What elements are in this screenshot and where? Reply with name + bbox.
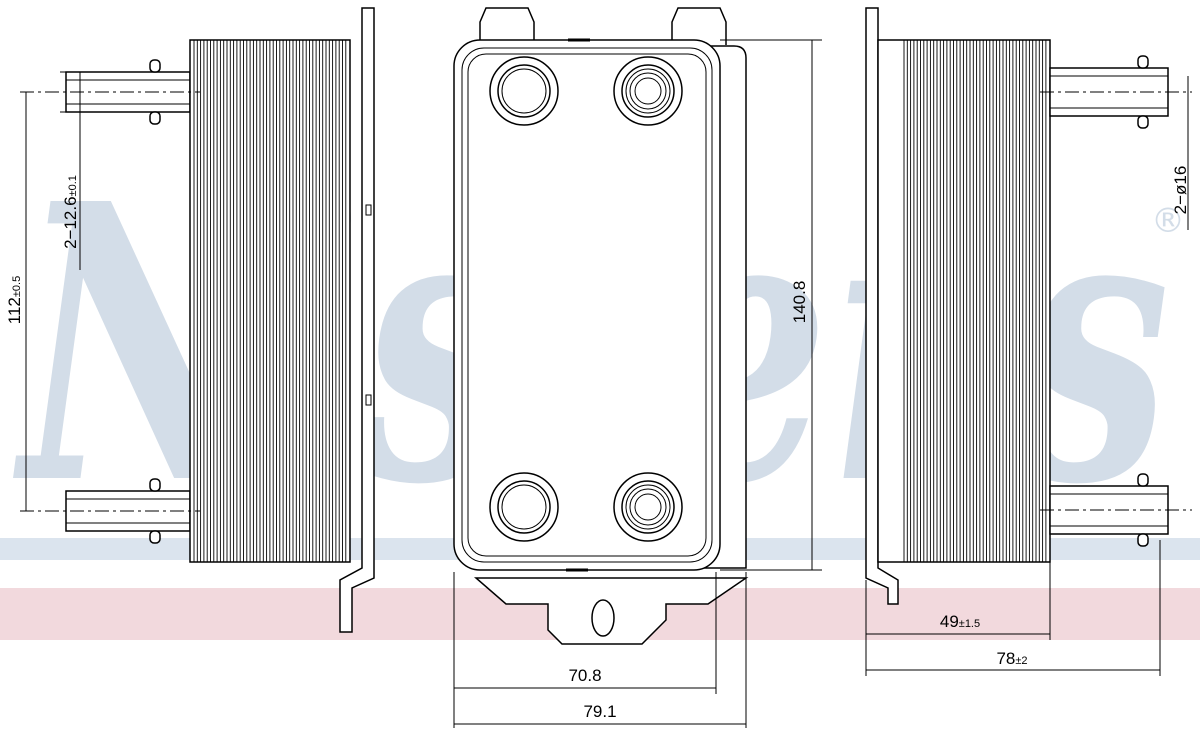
front-port-top-left	[489, 56, 559, 126]
dim-label-width-inner: 70.8	[568, 666, 601, 685]
dim-value-fitting-dia-right: 2−ø16	[1171, 166, 1190, 215]
dim-value-fitting-dia-left: 2−12.6	[61, 196, 80, 248]
right-plate-stack-outline	[877, 39, 1051, 563]
dim-value-inlet-spacing: 112	[5, 297, 24, 324]
dim-value-depth-inner: 49	[940, 612, 959, 631]
dim-value-width-total: 79.1	[583, 702, 616, 721]
dim-label-fitting-dia-right: 2−ø16	[1171, 166, 1190, 215]
dim-label-width-total: 79.1	[583, 702, 616, 721]
construction-lines	[20, 39, 1192, 728]
front-port-bottom-left	[489, 472, 559, 542]
left-mounting-bracket	[339, 7, 375, 633]
dim-tol-fitting-dia-left: ±0.1	[67, 175, 79, 196]
dim-value-width-inner: 70.8	[568, 666, 601, 685]
dim-tol-depth-total: ±2	[1015, 655, 1027, 667]
front-top-tab-right	[671, 7, 727, 45]
dim-tol-inlet-spacing: ±0.5	[11, 276, 23, 297]
dim-value-depth-total: 78	[996, 649, 1015, 668]
front-bottom-bracket	[473, 577, 749, 645]
dim-tol-depth-inner: ±1.5	[959, 618, 980, 630]
dim-label-inlet-spacing: 112±0.5	[5, 276, 24, 324]
front-port-top-right	[613, 56, 683, 126]
front-top-tab-left	[479, 7, 535, 45]
dim-label-depth-total: 78±2	[996, 649, 1027, 668]
right-plate-fins	[903, 40, 1047, 562]
front-view	[453, 7, 749, 645]
dimension-lines	[25, 40, 1189, 725]
left-plate-fins	[193, 40, 347, 562]
dimension-labels: 112±0.5 2−12.6±0.1 140.8 2−ø16 49±1.5 78…	[5, 166, 1190, 721]
front-port-bottom-right	[613, 472, 683, 542]
dim-value-height: 140.8	[790, 281, 809, 324]
dim-label-depth-inner: 49±1.5	[940, 612, 980, 631]
front-bracket-slot	[591, 599, 615, 637]
dim-label-height: 140.8	[790, 281, 809, 324]
watermark-registered-mark: ®	[1151, 201, 1185, 241]
dim-label-fitting-dia-left: 2−12.6±0.1	[61, 175, 80, 249]
